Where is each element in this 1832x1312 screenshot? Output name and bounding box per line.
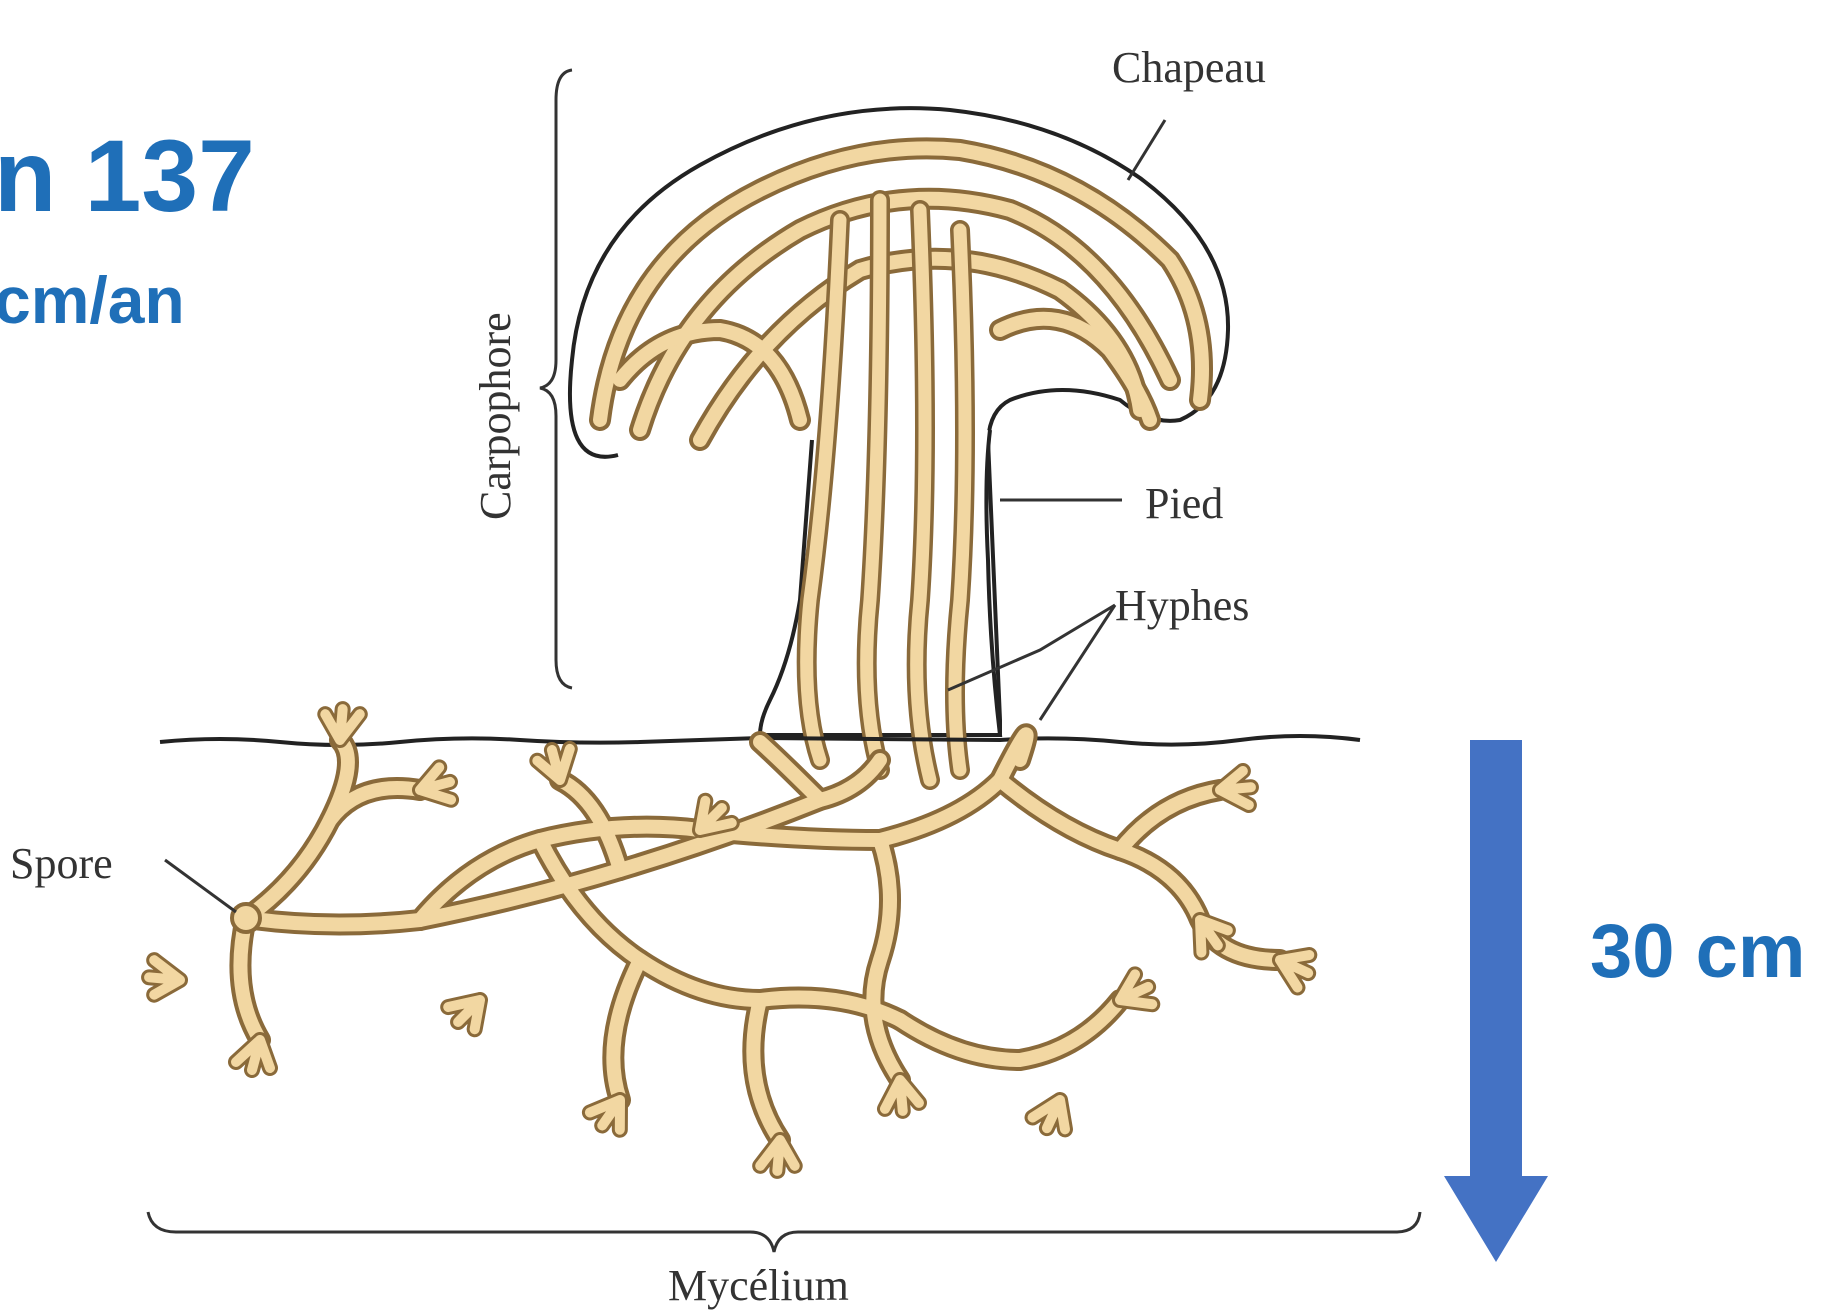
mycelium-bracket <box>148 1212 1420 1252</box>
hyphes-label: Hyphes <box>1115 581 1249 630</box>
mycelium-network <box>146 706 1311 1173</box>
carpophore-bracket <box>540 70 572 688</box>
mycelium-label: Mycélium <box>668 1261 849 1310</box>
spore-label: Spore <box>10 839 113 888</box>
depth-arrow <box>1444 740 1548 1262</box>
pied-label: Pied <box>1145 479 1223 528</box>
spore-dot <box>232 904 260 932</box>
carpophore-label: Carpophore <box>471 312 520 520</box>
chapeau-label: Chapeau <box>1112 43 1266 92</box>
